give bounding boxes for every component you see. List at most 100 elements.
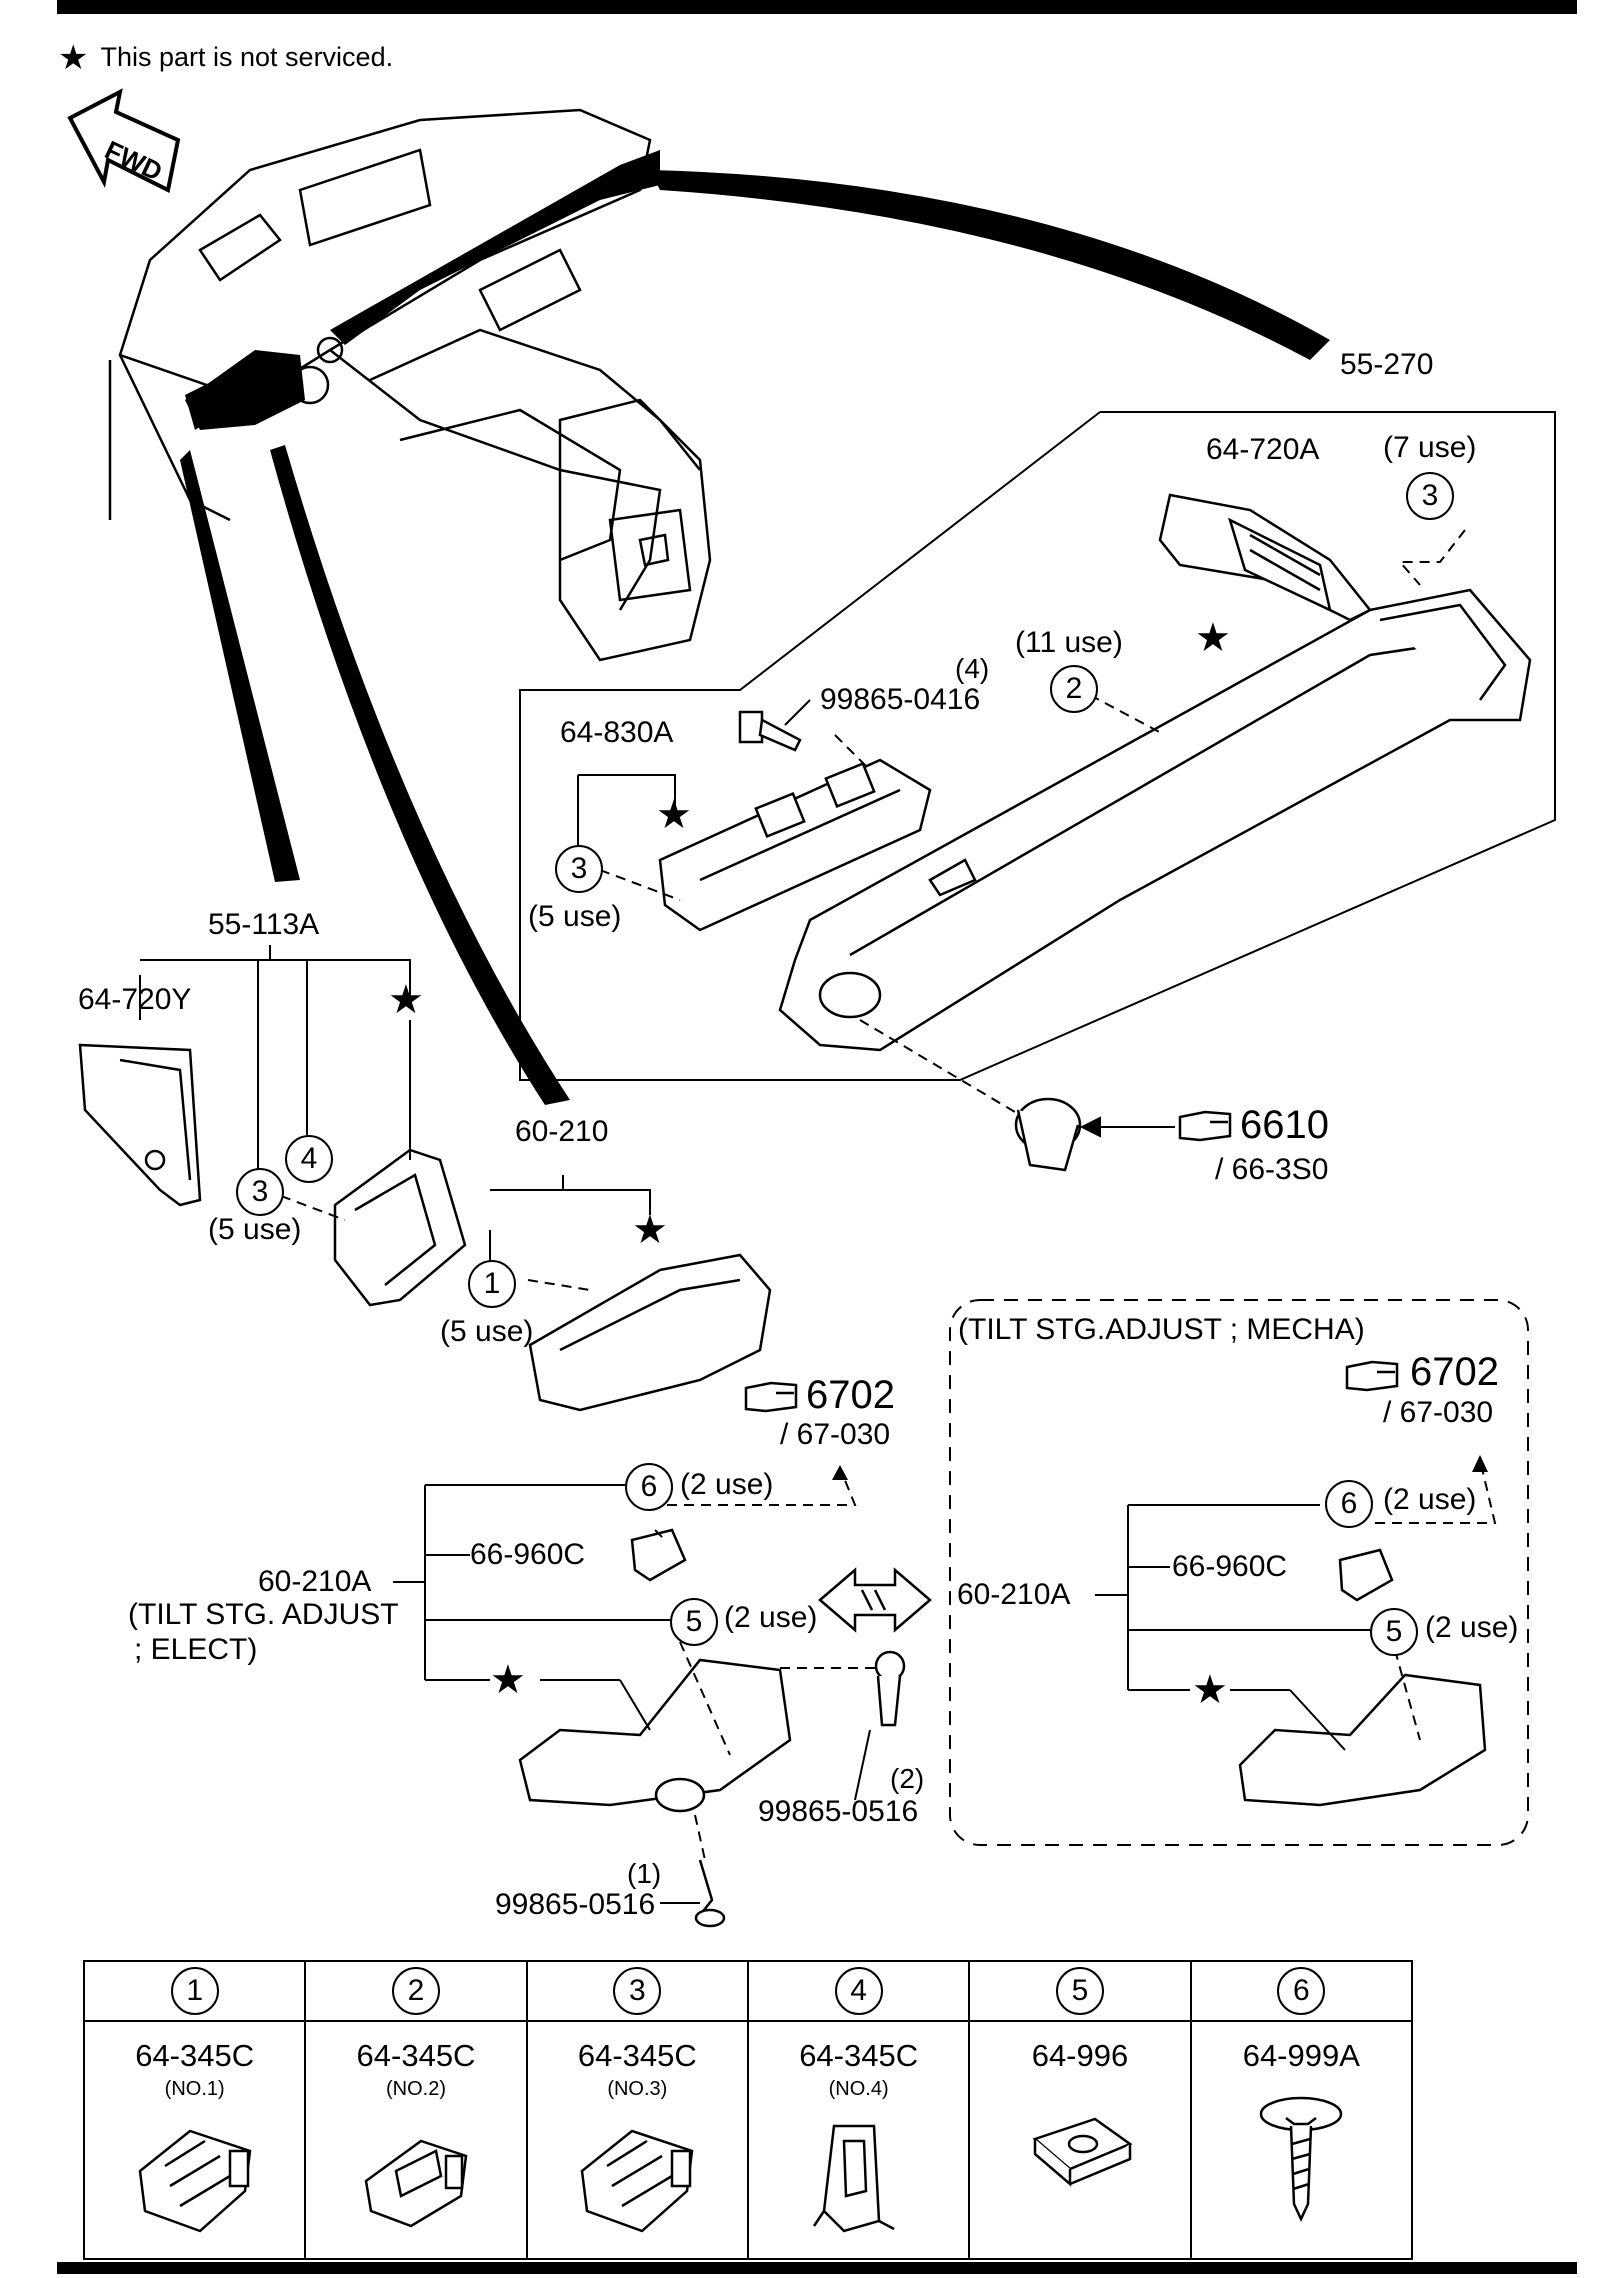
label-64-720a: 64-720A	[1206, 433, 1320, 466]
label-60-210a-a: 60-210A	[258, 1565, 372, 1598]
callout-3-top: 3	[1406, 472, 1454, 520]
screw-99865-0516-a-icon	[874, 1650, 906, 1727]
mecha-box-title: (TILT STG.ADJUST ; MECHA)	[958, 1313, 1365, 1346]
dash-panel-55-270	[778, 588, 1532, 1052]
ref-6702-b: 6702	[1410, 1350, 1499, 1394]
switch-66-960c-left	[630, 1528, 687, 1582]
hand-pointer-icon-6702-a	[744, 1381, 798, 1413]
mecha-variant-box	[949, 1299, 1529, 1846]
label-64-720y: 64-720Y	[78, 983, 192, 1016]
screw-99865-0416-icon	[738, 710, 802, 752]
screw-99865-0516-b-icon	[694, 1859, 726, 1928]
label-55-270: 55-270	[1340, 348, 1434, 381]
legend-callout-3: 3	[613, 1967, 662, 2015]
ref-6610: 6610	[1240, 1103, 1329, 1147]
label-2-use-c: (2 use)	[1383, 1483, 1477, 1516]
not-serviced-star: ★	[1192, 1668, 1228, 1712]
switch-66-960c-right	[1338, 1548, 1394, 1602]
not-serviced-star: ★	[656, 793, 692, 837]
not-serviced-star: ★	[632, 1208, 668, 1252]
legend-cell-6: 64-999A	[1189, 2020, 1414, 2260]
fastener-legend-table: 1 2 3 4 5 6 64-345C (NO.1) 64-345C (NO.2…	[82, 1960, 1414, 2260]
alternate-arrow-icon	[818, 1567, 932, 1633]
vent-64-720a	[1158, 493, 1372, 622]
label-99865-0516-a: 99865-0516	[758, 1795, 919, 1828]
legend-cell-4: 64-345C (NO.4)	[746, 2020, 971, 2260]
legend-sub: (NO.1)	[164, 2078, 225, 2100]
legend-head-cell: 1	[82, 1960, 307, 2022]
legend-code: 64-345C	[356, 2038, 476, 2073]
label-66-960c-a: 66-960C	[470, 1538, 586, 1571]
label-5-use-a: (5 use)	[528, 900, 622, 933]
group-frame-55-270	[519, 411, 1556, 1081]
ref-67-030-a: / 67-030	[780, 1418, 891, 1451]
legend-head-cell: 4	[746, 1960, 971, 2022]
ref-66-3s0: / 66-3S0	[1215, 1153, 1329, 1186]
hand-pointer-icon-6702-b	[1345, 1360, 1399, 1392]
hand-pointer-icon-6610	[1178, 1110, 1232, 1142]
label-66-960c-b: 66-960C	[1172, 1550, 1288, 1583]
cover-60-210	[528, 1253, 772, 1412]
clip-no3-icon	[580, 2129, 694, 2233]
vent-64-720y	[78, 1043, 202, 1207]
legend-head-cell: 2	[304, 1960, 528, 2022]
legend-cell-3: 64-345C (NO.3)	[525, 2020, 749, 2260]
label-99865-0416: 99865-0416	[820, 683, 981, 716]
lower-cover-60-210a-left	[518, 1658, 792, 1813]
lower-cover-60-210a-right	[1238, 1673, 1487, 1807]
legend-head-cell: 3	[525, 1960, 749, 2022]
label-qty-1: (1)	[627, 1858, 662, 1889]
not-serviced-star: ★	[490, 1658, 526, 1702]
dashboard-illustration	[108, 108, 712, 662]
clip-no1-icon	[138, 2129, 252, 2233]
label-tilt-elect-1: (TILT STG. ADJUST	[128, 1598, 399, 1631]
label-11-use: (11 use)	[1015, 626, 1123, 659]
dashed-guide-lines	[264, 529, 1497, 1861]
nut-icon	[1032, 2117, 1133, 2187]
callout-2-top: 2	[1050, 665, 1098, 713]
legend-callout-2: 2	[391, 1967, 440, 2015]
label-5-use-b: (5 use)	[208, 1213, 302, 1246]
label-2-use-d: (2 use)	[1425, 1611, 1519, 1644]
legend-sub: (NO.3)	[607, 2078, 668, 2100]
callout-6-b: 6	[1325, 1480, 1373, 1528]
legend-head-cell: 6	[1189, 1960, 1414, 2022]
label-64-830a: 64-830A	[560, 716, 674, 749]
label-tilt-elect-2: ; ELECT)	[134, 1633, 258, 1666]
note-text: This part is not serviced.	[100, 42, 394, 72]
legend-head-cell: 5	[968, 1960, 1192, 2022]
callout-3-left: 3	[236, 1168, 284, 1216]
label-2-use-a: (2 use)	[680, 1468, 774, 1501]
label-qty-4: (4)	[955, 653, 990, 684]
callout-6-a: 6	[625, 1463, 673, 1511]
bottom-rule	[57, 2262, 1577, 2274]
legend-cell-1: 64-345C (NO.1)	[82, 2020, 307, 2260]
label-99865-0516-b: 99865-0516	[495, 1888, 656, 1921]
legend-code: 64-345C	[577, 2038, 697, 2073]
legend-callout-4: 4	[834, 1967, 883, 2015]
clip-no2-icon	[364, 2139, 468, 2228]
fwd-arrow-icon: FWD	[67, 88, 181, 193]
accessory-socket-6610	[1014, 1097, 1082, 1172]
legend-header-row: 1 2 3 4 5 6	[82, 1960, 1414, 2022]
legend-callout-6: 6	[1277, 1967, 1326, 2015]
label-qty-2: (2)	[890, 1763, 925, 1794]
ref-67-030-b: / 67-030	[1383, 1396, 1494, 1429]
callout-4-left: 4	[285, 1135, 333, 1183]
callout-3-mid: 3	[555, 845, 603, 893]
legend-callout-1: 1	[170, 1967, 219, 2015]
legend-code: 64-999A	[1242, 2038, 1360, 2073]
legend-code: 64-996	[1031, 2038, 1129, 2073]
clip-no4-icon	[812, 2124, 895, 2233]
label-2-use-b: (2 use)	[724, 1601, 818, 1634]
screw-icon	[1260, 2096, 1343, 2222]
ref-6702-a: 6702	[806, 1373, 895, 1417]
legend-cell-5: 64-996	[968, 2020, 1192, 2260]
legend-code: 64-345C	[135, 2038, 255, 2073]
callout-1: 1	[468, 1260, 516, 1308]
legend-sub: (NO.4)	[828, 2078, 889, 2100]
legend-body-row: 64-345C (NO.1) 64-345C (NO.2) 64-345C (N…	[82, 2020, 1414, 2260]
callout-5-b: 5	[1370, 1608, 1418, 1656]
top-rule	[57, 0, 1577, 14]
